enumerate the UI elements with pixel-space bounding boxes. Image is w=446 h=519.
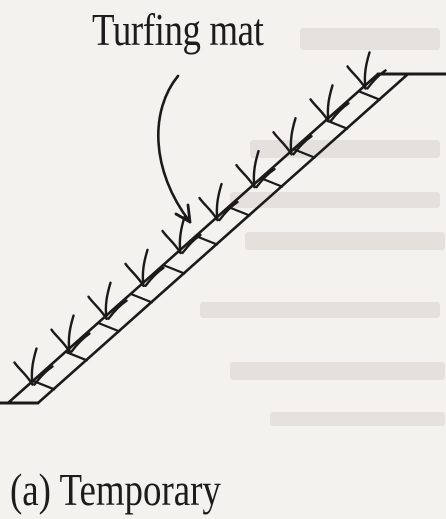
grass-tuft <box>272 117 313 156</box>
grass-blade <box>161 229 182 255</box>
grass-blade <box>252 149 260 189</box>
grass-blade <box>104 281 112 320</box>
leader-arrow <box>157 74 192 224</box>
figure-caption: (a) Temporary <box>10 465 221 515</box>
hatch-line <box>163 264 186 275</box>
grass-blade <box>87 295 108 320</box>
grass-tuft <box>13 347 54 386</box>
grass-tuft <box>309 84 350 123</box>
grass-blade <box>218 200 239 222</box>
grass-blade <box>67 314 75 353</box>
grass-blade <box>289 117 297 156</box>
grass-blade <box>144 266 165 288</box>
grass-blade <box>292 135 313 156</box>
hatch-line <box>195 235 219 246</box>
grass-blade <box>198 196 219 222</box>
hatch-line <box>65 351 88 362</box>
grass-blade <box>70 332 91 353</box>
grass-blade <box>346 65 367 90</box>
grass-blade <box>326 84 334 123</box>
grass-tuft <box>124 248 165 288</box>
grass-blade <box>30 347 38 386</box>
grass-tuft <box>87 281 128 320</box>
mat-hatching <box>33 90 381 391</box>
grass-blade <box>363 51 371 90</box>
hatch-line <box>358 90 381 101</box>
hatch-line <box>261 177 284 188</box>
grass-blade <box>33 365 54 386</box>
grass-tufts <box>13 51 387 386</box>
grass-blade <box>107 299 128 320</box>
grass-tuft <box>161 215 202 255</box>
grass-blade <box>235 163 256 189</box>
hatch-line <box>130 293 153 304</box>
grass-blade <box>181 233 202 255</box>
grass-tuft <box>235 149 276 189</box>
grass-tuft <box>50 314 91 353</box>
hatch-line <box>33 380 56 391</box>
grass-blade <box>272 131 293 156</box>
ground-line <box>0 72 446 405</box>
grass-blade <box>215 182 223 222</box>
turfing-mat-label: Turfing mat <box>92 5 264 55</box>
hatch-line <box>293 148 316 159</box>
grass-blade <box>366 69 387 90</box>
grass-blade <box>309 98 330 123</box>
grass-blade <box>50 328 71 353</box>
grass-blade <box>255 167 276 189</box>
grass-blade <box>141 248 149 288</box>
grass-tuft <box>198 182 239 222</box>
grass-blade <box>329 102 350 123</box>
grass-blade <box>178 215 186 255</box>
grass-blade <box>124 262 145 288</box>
hatch-line <box>228 206 251 217</box>
grass-blade <box>13 361 34 386</box>
grass-tuft <box>346 51 387 90</box>
hatch-line <box>98 322 121 333</box>
